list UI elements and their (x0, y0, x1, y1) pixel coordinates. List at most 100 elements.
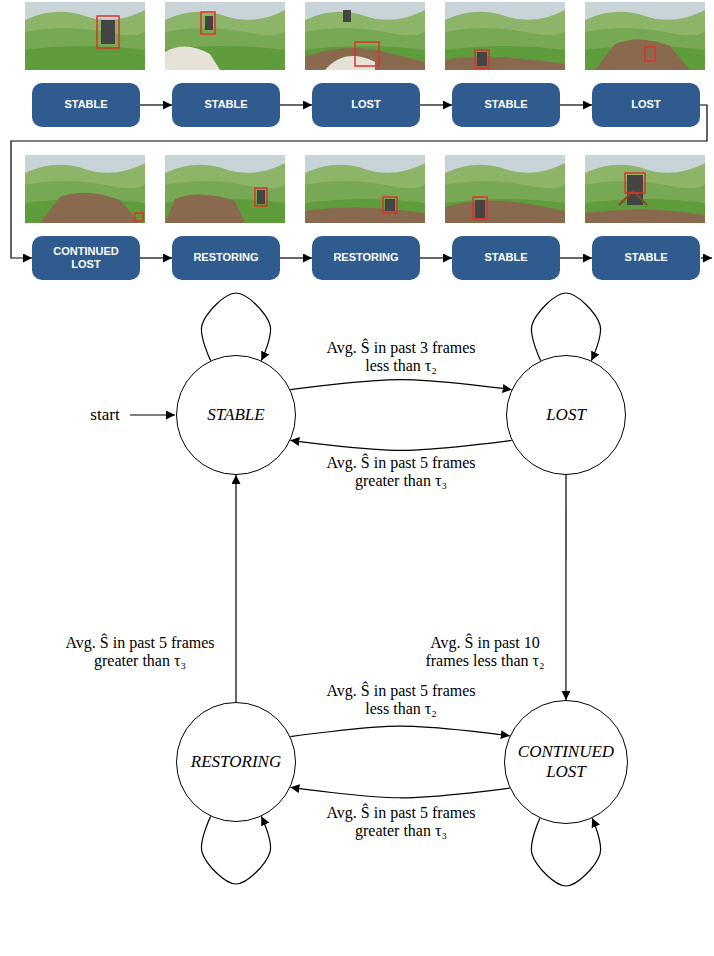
state-label: LOST (631, 98, 660, 111)
transition-arrow (565, 475, 566, 700)
video-frame (305, 155, 425, 223)
frame-background (585, 155, 705, 223)
state-box: RESTORING (172, 236, 280, 280)
video-frame (25, 2, 145, 70)
dirt-mound (445, 57, 565, 70)
frame-background (445, 155, 565, 223)
state-label: RESTORING (333, 251, 398, 264)
state-label: STABLE (64, 98, 107, 111)
transition-arrow (420, 257, 452, 258)
frame-background (165, 155, 285, 223)
state-label: STABLE (624, 251, 667, 264)
video-frame (445, 155, 565, 223)
frame-background (445, 2, 565, 70)
rock-pile (325, 56, 375, 70)
state-box: STABLE (32, 83, 140, 127)
rider (101, 20, 115, 44)
transition-condition: Avg. Ŝ in past 5 frames less than τ₂ (326, 682, 476, 719)
tracking-box (355, 42, 379, 66)
tracking-box (255, 188, 267, 206)
rider (627, 175, 643, 205)
state-box: STABLE (452, 83, 560, 127)
start-label: start (90, 405, 119, 425)
rider (475, 200, 485, 218)
transition-arrow (280, 257, 312, 258)
state-circle: LOST (506, 355, 626, 475)
state-box: LOST (312, 83, 420, 127)
video-frame (165, 2, 285, 70)
tracking-box (135, 213, 143, 221)
start-arrow (130, 414, 175, 415)
transition-condition: Avg. Ŝ in past 10 frames less than τ₂ (410, 634, 560, 671)
video-frame (25, 155, 145, 223)
state-box: RESTORING (312, 236, 420, 280)
rider (257, 190, 265, 204)
video-frame (585, 155, 705, 223)
tracking-box (475, 50, 489, 68)
transition-arrow (290, 380, 511, 390)
rider (385, 199, 395, 211)
tracking-box (473, 197, 487, 219)
transition-arrow (290, 440, 511, 450)
transition-arrow (420, 104, 452, 105)
frame-background (305, 2, 425, 70)
state-label: RESTORING (191, 752, 281, 772)
transition-arrow (290, 787, 509, 797)
tracking-box (201, 12, 215, 34)
transition-condition: Avg. Ŝ in past 5 frames greater than τ₃ (326, 804, 476, 841)
transition-arrow (531, 293, 600, 361)
frame-background (305, 155, 425, 223)
state-box: STABLE (592, 236, 700, 280)
transition-arrow (235, 475, 236, 702)
rider (343, 10, 351, 22)
rock-pile (165, 46, 220, 70)
transition-arrow (201, 816, 270, 884)
continuation-arrow (701, 257, 712, 258)
video-frame (585, 2, 705, 70)
frame-background (25, 2, 145, 70)
state-label: LOST (546, 405, 586, 425)
tracking-box (383, 197, 397, 213)
transition-condition: Avg. Ŝ in past 3 frames less than τ₂ (326, 339, 476, 376)
dirt-mound (40, 193, 140, 223)
state-label: STABLE (207, 405, 264, 425)
transition-arrow (280, 104, 312, 105)
transition-arrow (531, 818, 600, 886)
rider (477, 52, 487, 66)
state-box: STABLE (452, 236, 560, 280)
state-box: STABLE (172, 83, 280, 127)
tracking-box (97, 16, 119, 48)
dirt-mound (585, 209, 705, 223)
frame-background (165, 2, 285, 70)
frame-background (585, 2, 705, 70)
tracking-box (625, 173, 645, 193)
dirt-mound (595, 39, 690, 70)
state-label: CONTINUED LOST (44, 245, 128, 271)
state-box: CONTINUED LOST (32, 236, 140, 280)
state-circle: STABLE (176, 355, 296, 475)
rider (205, 16, 213, 30)
dirt-mound (445, 200, 565, 223)
state-label: LOST (351, 98, 380, 111)
video-frame (165, 155, 285, 223)
dirt-mound (165, 194, 245, 223)
transition-condition: Avg. Ŝ in past 5 frames greater than τ₃ (65, 634, 215, 671)
dirt-mound (305, 207, 425, 223)
video-frame (445, 2, 565, 70)
connectors (11, 105, 707, 886)
state-label: STABLE (484, 251, 527, 264)
transition-arrow (140, 257, 172, 258)
state-circle: RESTORING (176, 702, 296, 822)
state-label: STABLE (204, 98, 247, 111)
tracking-box (645, 47, 655, 61)
transition-arrow (201, 293, 270, 361)
state-circle: CONTINUED LOST (504, 700, 628, 824)
state-label: STABLE (484, 98, 527, 111)
state-label: CONTINUED LOST (516, 742, 616, 783)
frame-background (25, 155, 145, 223)
transition-arrow (140, 104, 172, 105)
transition-arrow (290, 726, 509, 736)
transition-condition: Avg. Ŝ in past 5 frames greater than τ₃ (326, 454, 476, 491)
transition-arrow (560, 104, 592, 105)
video-frame (305, 2, 425, 70)
